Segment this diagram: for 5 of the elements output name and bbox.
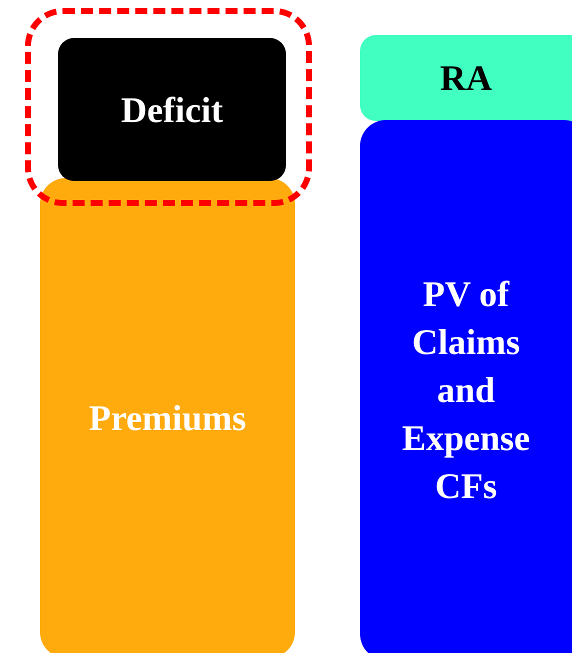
pv-claims-block: PV of Claims and Expense CFs bbox=[360, 120, 572, 653]
highlight-frame bbox=[25, 8, 312, 206]
ra-block: RA bbox=[360, 35, 572, 121]
deficit-block: Deficit bbox=[58, 38, 286, 181]
premiums-block: Premiums bbox=[40, 178, 295, 653]
